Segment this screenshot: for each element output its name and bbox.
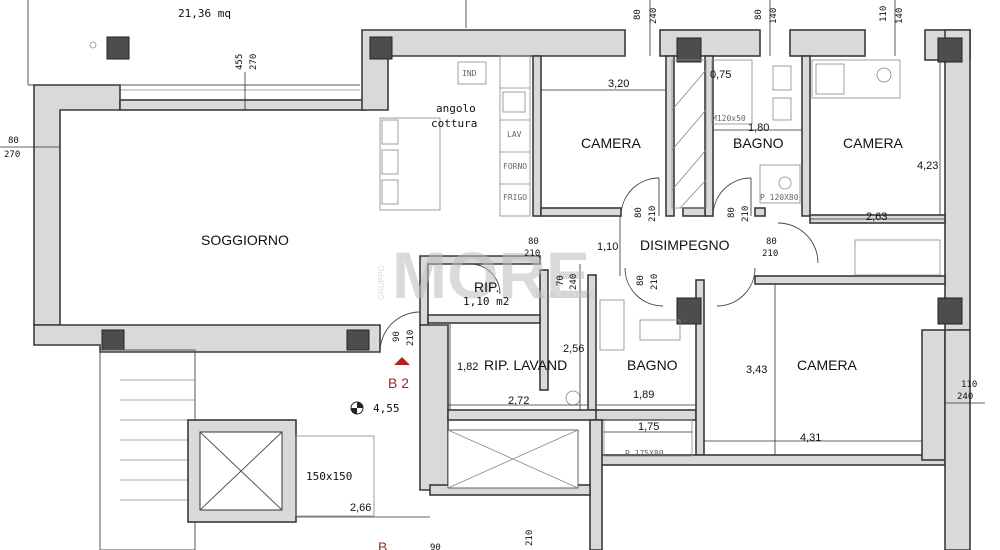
dim-3-43: 3,43: [746, 364, 767, 376]
room-rip: RIP.: [474, 279, 499, 295]
room-rip-lavand: RIP. LAVAND: [484, 357, 567, 373]
dimension-lines: [0, 0, 985, 518]
room-bagno-2: BAGNO: [627, 357, 678, 373]
section-marker-2: B: [378, 539, 387, 550]
op-right-h: 240: [957, 392, 973, 402]
op-top-1-w: 80: [633, 9, 643, 20]
markers: B 2 B 4,55: [350, 357, 410, 550]
op-d2-h: 210: [648, 206, 658, 222]
opening-codes: 80 240 80 140 110 140 455 270 80 270 80 …: [4, 6, 977, 550]
op-left-h: 270: [4, 150, 20, 160]
op-d3-w: 80: [727, 207, 737, 218]
op-d3-h: 210: [741, 206, 751, 222]
op-d6-w: 70: [556, 275, 566, 286]
op-d4-w: 80: [766, 237, 777, 247]
dim-1-89: 1,89: [633, 389, 654, 401]
area-top: 21,36 mq: [178, 7, 231, 20]
op-top-3-h: 140: [895, 8, 905, 24]
label-ind: IND: [462, 69, 477, 78]
bed: [811, 59, 941, 276]
watermark: MORE GRUPPO REAL ESTATE: [377, 238, 595, 312]
label-shower-3: P 175X80: [625, 449, 664, 458]
op-d1-h: 210: [524, 249, 540, 259]
label-shower-1: M120x50: [712, 114, 746, 123]
dimension-values: 3,20 0,75 1,80 4,23 2,63 1,10 1,82 2,56 …: [350, 69, 938, 514]
op-top-2-w: 80: [754, 9, 764, 20]
op-d5-w: 80: [636, 275, 646, 286]
op-top-3-w: 110: [879, 6, 889, 22]
wardrobe: [671, 59, 707, 209]
dim-2-63: 2,63: [866, 211, 887, 223]
room-cottura: cottura: [431, 117, 477, 130]
op-d5-h: 210: [650, 274, 660, 290]
op-top-2-h: 140: [769, 8, 779, 24]
room-bagno-1: BAGNO: [733, 135, 784, 151]
dim-2-56: 2,56: [563, 343, 584, 355]
op-top-1-h: 240: [649, 8, 659, 24]
op-right-w: 110: [961, 380, 977, 390]
pillars: [101, 36, 963, 351]
op-d6-h: 240: [569, 274, 579, 290]
room-disimpegno: DISIMPEGNO: [640, 237, 730, 253]
room-camera-3: CAMERA: [797, 357, 858, 373]
dim-1-80: 1,80: [748, 122, 769, 134]
dim-2-72: 2,72: [508, 395, 529, 407]
label-frigo: FRIGO: [503, 193, 527, 202]
label-shower-2: P 120X80: [760, 193, 799, 202]
op-bottom-h: 210: [525, 530, 535, 546]
level-marker: 4,55: [373, 402, 400, 415]
watermark-side: GRUPPO: [377, 265, 386, 300]
op-d2-w: 80: [634, 207, 644, 218]
op-left-w: 80: [8, 136, 19, 146]
section-marker: B 2: [388, 375, 409, 391]
doors: [379, 177, 819, 353]
room-camera-1: CAMERA: [581, 135, 642, 151]
op-entry-w: 90: [392, 331, 402, 342]
room-labels: 21,36 mq SOGGIORNO angolo cottura CAMERA…: [178, 7, 904, 373]
bathroom-fixtures: [565, 59, 801, 457]
kitchen: [379, 55, 531, 217]
dim-0-75: 0,75: [710, 69, 731, 81]
label-stair-box: 150x150: [306, 470, 352, 483]
op-d1-w: 80: [528, 237, 539, 247]
room-camera-2: CAMERA: [843, 135, 904, 151]
op-d4-h: 210: [762, 249, 778, 259]
dim-4-23: 4,23: [917, 160, 938, 172]
label-forno: FORNO: [503, 162, 527, 171]
dim-2-66: 2,66: [350, 502, 371, 514]
room-soggiorno: SOGGIORNO: [201, 232, 289, 248]
fixture-labels: M120x50 P 120X80 P 175X80 150x150: [306, 114, 799, 483]
watermark-sub: REAL ESTATE: [536, 290, 595, 300]
kitchen-labels: IND LAV FORNO FRIGO: [462, 69, 527, 202]
room-angolo: angolo: [436, 102, 476, 115]
op-bottom-w: 90: [430, 543, 441, 550]
stairs: [99, 349, 579, 550]
op-living-h: 270: [249, 54, 259, 70]
op-entry-h: 210: [406, 330, 416, 346]
op-living-w: 455: [235, 54, 245, 70]
dim-3-20: 3,20: [608, 78, 629, 90]
dim-1-10: 1,10: [597, 241, 618, 253]
dim-1-82: 1,82: [457, 361, 478, 373]
room-rip-area: 1,10 m2: [463, 295, 509, 308]
dim-1-75: 1,75: [638, 421, 659, 433]
dim-4-31: 4,31: [800, 432, 821, 444]
watermark-main: MORE: [392, 238, 590, 312]
label-lav: LAV: [507, 130, 522, 139]
